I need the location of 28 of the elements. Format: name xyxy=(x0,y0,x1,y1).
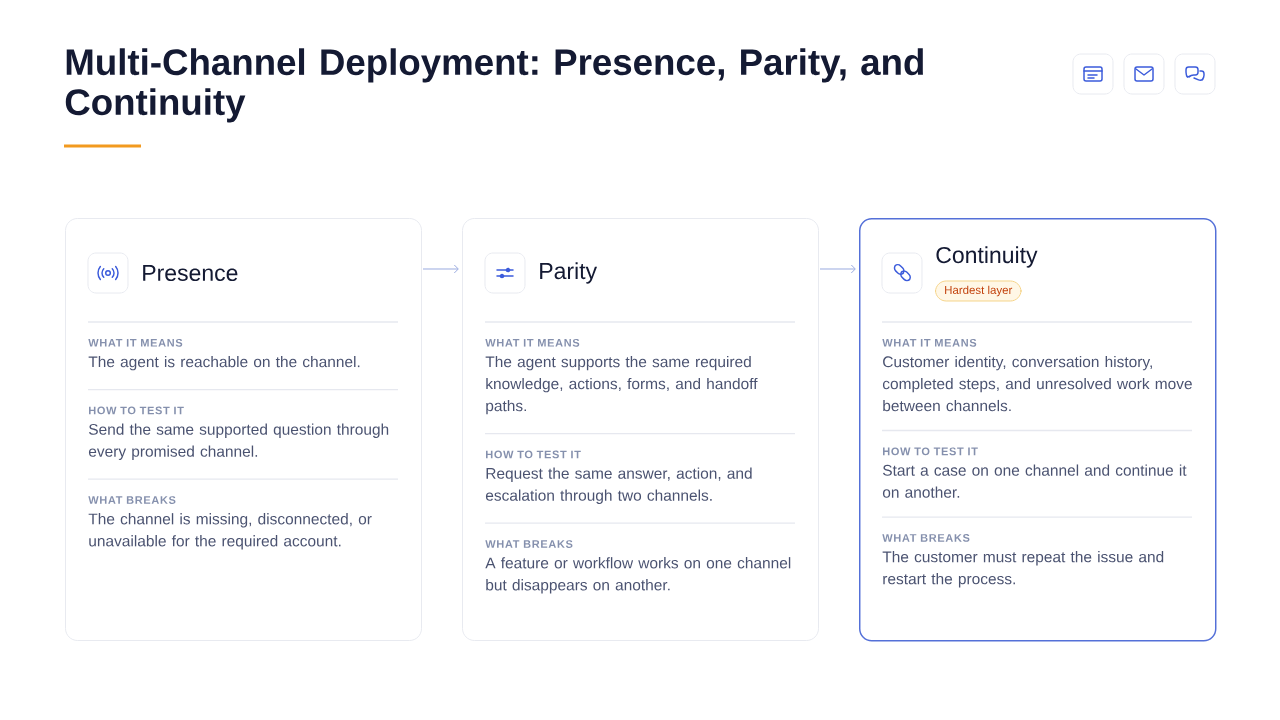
card xyxy=(859,218,1217,642)
section-text: Customer identity, conversation history, completed steps, and unresolved work move between channels. xyxy=(882,355,1192,412)
section-label: HOW TO TEST IT xyxy=(89,406,184,415)
section-label: WHAT BREAKS xyxy=(88,496,176,504)
card-heading: Continuity xyxy=(936,246,1038,268)
card xyxy=(462,218,819,641)
arrow xyxy=(819,264,856,274)
section-text: The agent supports the same required knowledge, actions, forms, and handoff paths. xyxy=(485,355,758,415)
section-label: WHAT BREAKS xyxy=(485,540,573,548)
section-text: Send the same supported question through every promised channel. xyxy=(88,423,389,460)
card xyxy=(65,218,422,641)
section-label: WHAT BREAKS xyxy=(882,534,970,542)
section-label: WHAT IT MEANS xyxy=(88,338,183,347)
title: Multi-Channel Deployment: Presence, Parity, and Continuity xyxy=(65,48,923,123)
section-text: Request the same answer, action, and escalation through two channels. xyxy=(485,467,752,504)
section-text: Start a case on one channel and continue it on another. xyxy=(882,464,1187,498)
arrow xyxy=(422,264,459,274)
card-heading: Presence xyxy=(143,264,238,282)
section-text: The agent is reachable on the channel. xyxy=(88,355,360,371)
badge: Hardest layer xyxy=(935,280,1022,302)
card-heading: Parity xyxy=(540,262,597,284)
section-label: HOW TO TEST IT xyxy=(486,450,581,459)
section-text: The channel is missing, disconnected, or unavailable for the required account. xyxy=(88,513,372,550)
section-label: HOW TO TEST IT xyxy=(883,447,978,456)
section-text: A feature or workflow works on one channel but disappears on another. xyxy=(485,557,791,594)
section-label: WHAT IT MEANS xyxy=(485,338,580,347)
section-text: The customer must repeat the issue and restart the process. xyxy=(882,551,1164,588)
section-label: WHAT IT MEANS xyxy=(882,338,977,347)
